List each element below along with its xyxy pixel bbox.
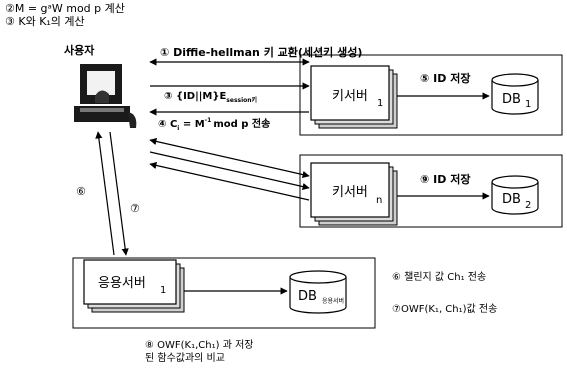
note-line-2: ③ K와 K₁의 계산 xyxy=(5,15,85,28)
label-step-7: ⑦ xyxy=(130,202,140,215)
db-2-cylinder: DB 2 xyxy=(492,176,538,214)
label-step-6: ⑥ xyxy=(76,185,86,198)
key-server-1: 키서버 1 xyxy=(311,66,397,128)
db-app-label: DB xyxy=(298,289,317,304)
db-2-sub: 2 xyxy=(525,200,531,211)
arrow-6-challenge xyxy=(98,132,114,255)
note-step-7: ⑦OWF(K₁, Ch₁)값 전송 xyxy=(392,303,497,315)
note-step-8-line-2: 된 함수값과의 비교 xyxy=(145,352,225,364)
label-step-9: ⑨ ID 저장 xyxy=(420,172,470,186)
key-server-1-sub: 1 xyxy=(377,98,383,109)
db-1-sub: 1 xyxy=(525,99,531,110)
label-step-5: ⑤ ID 저장 xyxy=(420,71,470,85)
user-label: 사용자 xyxy=(64,43,95,57)
key-server-n-label: 키서버 xyxy=(332,185,368,200)
db-app-server-cylinder: DB 응용서버 xyxy=(290,271,346,313)
key-server-n: 키서버 n xyxy=(311,163,397,225)
db-1-label: DB xyxy=(502,92,521,107)
note-step-8-line-1: ⑧ OWF(K₁,Ch₁) 과 저장 xyxy=(145,339,254,351)
note-line-1: ②M = gᵃW mod p 계산 xyxy=(5,2,125,15)
db-2-label: DB xyxy=(502,192,521,207)
key-server-1-label: 키서버 xyxy=(332,89,368,104)
arrow-7-owf xyxy=(110,132,126,255)
label-step-1: ① Diffie-hellman 키 교환(세션키 생성) xyxy=(160,45,362,59)
computer-user-icon xyxy=(74,64,136,128)
label-step-3: ③ {ID||M}Esession키 xyxy=(164,91,257,104)
key-server-n-sub: n xyxy=(376,195,382,206)
app-server-1: 응용서버 1 xyxy=(84,260,184,312)
app-server-1-sub: 1 xyxy=(160,285,166,296)
db-app-sub: 응용서버 xyxy=(322,297,344,305)
note-step-6: ⑥ 챌린지 값 Ch₁ 전송 xyxy=(392,271,486,283)
app-server-1-label: 응용서버 xyxy=(98,276,146,291)
db-1-cylinder: DB 1 xyxy=(492,74,538,114)
